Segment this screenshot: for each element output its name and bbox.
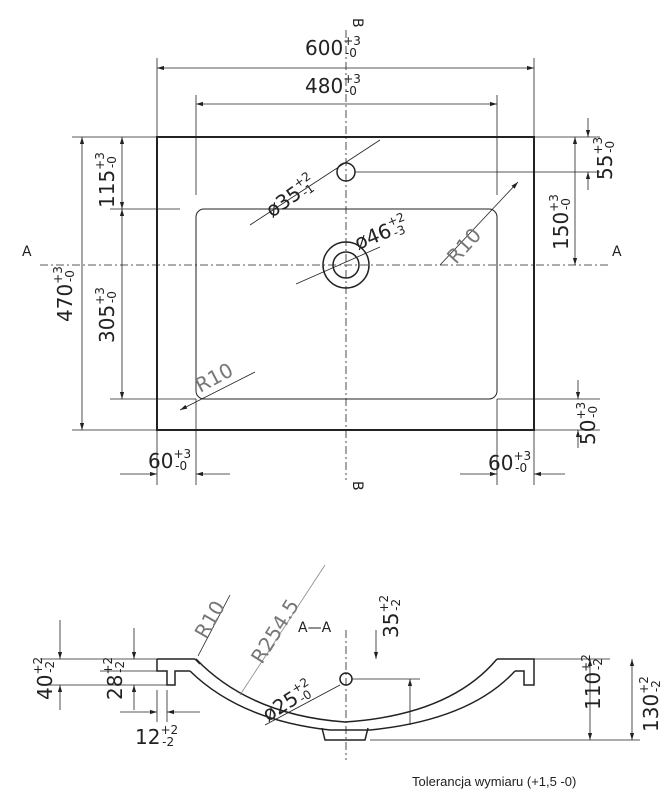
section-marker-a-right: A xyxy=(612,244,622,260)
top-view-labels: 600+3-0 480+3-0 470+3-0 115+3-0 305+3-0 … xyxy=(22,18,622,491)
dim-bowl-depth: 110+2-2 xyxy=(579,654,605,710)
dim-overflow-dia: ø25+2-0 xyxy=(257,675,318,726)
section-bowl-inner xyxy=(195,658,498,723)
section-marker-b-top: B xyxy=(349,18,365,28)
dim-overflow-height: 35+2-2 xyxy=(377,595,403,638)
basin-outline xyxy=(156,136,535,431)
dim-side-left: 60+3-0 xyxy=(148,447,191,473)
section-view-labels: A—A 40+2-2 28+2-2 12+2-2 R10 R254.5 ø25+… xyxy=(31,595,663,749)
tolerance-note: Tolerancja wymiaru (+1,5 -0) xyxy=(412,774,577,789)
section-marker-a-left: A xyxy=(22,244,32,260)
drain-inner xyxy=(332,251,360,279)
dim-width-inner: 480+3-0 xyxy=(305,72,361,98)
drain-outer xyxy=(322,241,370,289)
section-view xyxy=(40,564,640,760)
top-view xyxy=(40,30,610,485)
dim-depth-outer: 470+3-0 xyxy=(51,266,77,322)
dim-height-total: 40+2-2 xyxy=(31,657,57,700)
section-rim-left xyxy=(156,659,190,686)
section-drain xyxy=(321,727,369,741)
dim-drain: ø46+2-3 xyxy=(350,210,411,255)
dim-radius-bowl: R254.5 xyxy=(246,595,304,668)
dim-front-rim: 50+3-0 xyxy=(574,402,600,445)
dim-wall: 12+2-2 xyxy=(135,723,178,749)
dim-radius-rim: R10 xyxy=(190,596,230,642)
section-rim-right xyxy=(497,658,535,686)
dim-radius-bottom: R10 xyxy=(191,358,237,398)
dim-depth-inner: 305+3-0 xyxy=(93,287,119,343)
section-bowl-outer xyxy=(189,670,516,731)
dim-drain-offset: 150+3-0 xyxy=(547,194,573,250)
dim-tap-offset: 55+3-0 xyxy=(591,137,617,180)
dim-side-right: 60+3-0 xyxy=(488,449,531,475)
dim-tap-hole: ø35+2-1 xyxy=(260,169,320,222)
dim-overall-height: 130+2-2 xyxy=(637,676,663,732)
dim-width-outer: 600+3-0 xyxy=(305,34,361,60)
dim-depth-back: 115+3-0 xyxy=(93,152,119,208)
section-title: A—A xyxy=(298,620,332,636)
dim-height-rim: 28+2-2 xyxy=(101,657,127,700)
dim-radius-top: R10 xyxy=(442,223,486,268)
bowl-outline xyxy=(195,208,498,400)
section-marker-b-bottom: B xyxy=(349,481,365,491)
